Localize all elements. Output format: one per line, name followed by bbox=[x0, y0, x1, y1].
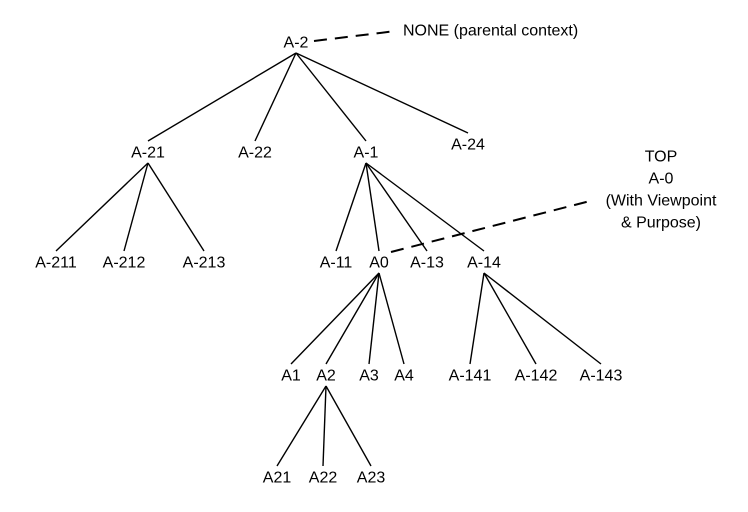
tree-node-halo-a-141: A-141 bbox=[449, 368, 492, 385]
tree-node-a-22: A-22 bbox=[238, 145, 272, 162]
tree-node-a1: A1 bbox=[281, 368, 301, 385]
tree-node-a0: A0 bbox=[369, 255, 389, 272]
tree-node-halo-a22: A22 bbox=[309, 470, 338, 487]
tree-edge-a-21-a-212 bbox=[123, 162, 149, 252]
annotation-text-top-a0-viewpoint-line-2: (With Viewpoint bbox=[606, 193, 717, 210]
annotation-link-a2-to-none bbox=[313, 30, 397, 42]
tree-node-halo-a21: A21 bbox=[263, 470, 292, 487]
tree-node-halo-a-21: A-21 bbox=[131, 145, 165, 162]
tree-node-halo-a-211: A-211 bbox=[35, 255, 77, 272]
tree-node-a4: A4 bbox=[394, 368, 414, 385]
tree-edge-a-2-a-1 bbox=[295, 52, 367, 142]
tree-edge-a-1-a-13 bbox=[365, 162, 428, 252]
tree-node-halo-a-142: A-142 bbox=[515, 368, 558, 385]
tree-node-a-213: A-213 bbox=[183, 255, 226, 272]
tree-edge-a-21-a-211 bbox=[55, 162, 149, 252]
tree-node-a-212: A-212 bbox=[103, 255, 146, 272]
tree-node-a-211: A-211 bbox=[35, 255, 77, 272]
tree-node-a-13: A-13 bbox=[410, 255, 444, 272]
tree-node-halo-a-1: A-1 bbox=[354, 145, 379, 162]
tree-edge-a-1-a0 bbox=[365, 162, 380, 252]
tree-node-halo-a-212: A-212 bbox=[103, 255, 146, 272]
annotation-text-top-a0-viewpoint-line-1: A-0 bbox=[649, 171, 674, 188]
annotation-text-top-a0-viewpoint-line-0: TOP bbox=[645, 149, 678, 166]
annotation-text-none-parental-context-line-0: NONE (parental context) bbox=[403, 23, 578, 40]
tree-edge-a2-a22 bbox=[322, 385, 327, 467]
annotation-link-a0-to-top bbox=[390, 199, 595, 253]
tree-edge-a0-a2 bbox=[325, 272, 380, 365]
tree-node-halo-a-143: A-143 bbox=[580, 368, 623, 385]
tree-edge-a-14-a-142 bbox=[483, 272, 537, 365]
tree-node-halo-a-24: A-24 bbox=[451, 137, 485, 154]
tree-node-halo-a2: A2 bbox=[316, 368, 336, 385]
tree-node-halo-a-22: A-22 bbox=[238, 145, 272, 162]
tree-edge-a-2-a-22 bbox=[254, 52, 297, 142]
tree-node-a3: A3 bbox=[359, 368, 379, 385]
tree-edge-a0-a4 bbox=[378, 272, 405, 365]
tree-edge-a0-a1 bbox=[290, 272, 380, 365]
tree-node-a-143: A-143 bbox=[580, 368, 623, 385]
tree-edge-a0-a3 bbox=[368, 272, 380, 365]
tree-edge-a2-a23 bbox=[325, 385, 372, 467]
tree-node-halo-a-213: A-213 bbox=[183, 255, 226, 272]
tree-node-a23: A23 bbox=[357, 470, 386, 487]
tree-node-a-142: A-142 bbox=[515, 368, 558, 385]
tree-edge-a-1-a-14 bbox=[365, 162, 485, 252]
tree-node-a-141: A-141 bbox=[449, 368, 492, 385]
tree-node-a-14: A-14 bbox=[467, 255, 501, 272]
tree-node-halo-a1: A1 bbox=[281, 368, 301, 385]
tree-node-a-24: A-24 bbox=[451, 137, 485, 154]
tree-node-a-1: A-1 bbox=[354, 145, 379, 162]
tree-edge-a-2-a-24 bbox=[295, 52, 469, 134]
tree-node-halo-a-14: A-14 bbox=[467, 255, 501, 272]
tree-node-a21: A21 bbox=[263, 470, 292, 487]
tree-node-a-21: A-21 bbox=[131, 145, 165, 162]
annotation-text-top-a0-viewpoint-line-3: & Purpose) bbox=[621, 215, 701, 232]
tree-node-a-2: A-2 bbox=[284, 35, 309, 52]
tree-node-a2: A2 bbox=[316, 368, 336, 385]
tree-edge-a2-a21 bbox=[276, 385, 327, 467]
tree-node-halo-a0: A0 bbox=[369, 255, 389, 272]
tree-node-halo-a3: A3 bbox=[359, 368, 379, 385]
tree-node-halo-a23: A23 bbox=[357, 470, 386, 487]
tree-node-halo-a4: A4 bbox=[394, 368, 414, 385]
tree-edge-a-14-a-143 bbox=[483, 272, 602, 365]
tree-edge-a-1-a-11 bbox=[335, 162, 367, 252]
tree-edge-a-21-a-213 bbox=[147, 162, 205, 252]
tree-node-halo-a-11: A-11 bbox=[320, 255, 353, 272]
tree-edge-a-14-a-141 bbox=[469, 272, 485, 365]
tree-node-halo-a-2: A-2 bbox=[284, 35, 309, 52]
tree-node-halo-a-13: A-13 bbox=[410, 255, 444, 272]
tree-edge-a-2-a-21 bbox=[147, 52, 297, 142]
tree-node-a22: A22 bbox=[309, 470, 338, 487]
tree-node-a-11: A-11 bbox=[320, 255, 353, 272]
